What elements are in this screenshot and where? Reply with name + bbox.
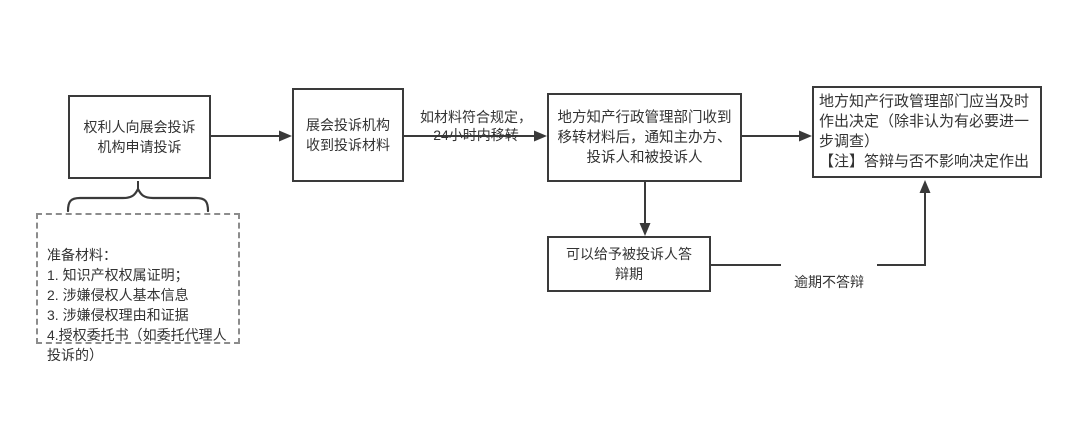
- node-make-decision: 地方知产行政管理部门应当及时 作出决定（除非认为有必要进一 步调查） 【注】答辩…: [812, 86, 1042, 178]
- brace-apply-to-note: [66, 181, 210, 213]
- arrow-defense-to-decision: [711, 180, 931, 266]
- arrow-notify-to-decision: [742, 130, 812, 142]
- node-apply-complaint-label: 权利人向展会投诉 机构申请投诉: [83, 119, 196, 155]
- note-prepare-materials: 准备材料： 1. 知识产权权属证明； 2. 涉嫌侵权人基本信息 3. 涉嫌侵权理…: [36, 213, 240, 363]
- edge-label-transfer-condition: 如材料符合规定， 24小时内移转: [406, 90, 546, 144]
- edge-label-overdue-no-defense: 逾期不答辩: [781, 257, 877, 291]
- node-defense-period-label: 可以给予被投诉人答 辩期: [566, 246, 692, 282]
- arrow-notify-to-defense: [639, 182, 651, 236]
- node-defense-period: 可以给予被投诉人答 辩期: [547, 236, 711, 292]
- arrow-receive-to-notify: [404, 130, 547, 142]
- node-notify-parties-label: 地方知产行政管理部门收到 移转材料后，通知主办方、 投诉人和被投诉人: [557, 109, 732, 166]
- node-apply-complaint: 权利人向展会投诉 机构申请投诉: [68, 95, 211, 179]
- edge-label-overdue-no-defense-text: 逾期不答辩: [794, 274, 864, 290]
- node-notify-parties: 地方知产行政管理部门收到 移转材料后，通知主办方、 投诉人和被投诉人: [547, 93, 742, 182]
- node-receive-materials-label: 展会投诉机构 收到投诉材料: [306, 117, 390, 153]
- node-receive-materials: 展会投诉机构 收到投诉材料: [292, 88, 404, 182]
- arrow-apply-to-receive: [211, 130, 292, 142]
- node-make-decision-label: 地方知产行政管理部门应当及时 作出决定（除非认为有必要进一 步调查） 【注】答辩…: [819, 93, 1030, 170]
- edge-label-transfer-condition-text: 如材料符合规定， 24小时内移转: [420, 109, 532, 143]
- note-prepare-materials-text: 准备材料： 1. 知识产权权属证明； 2. 涉嫌侵权人基本信息 3. 涉嫌侵权理…: [47, 247, 227, 363]
